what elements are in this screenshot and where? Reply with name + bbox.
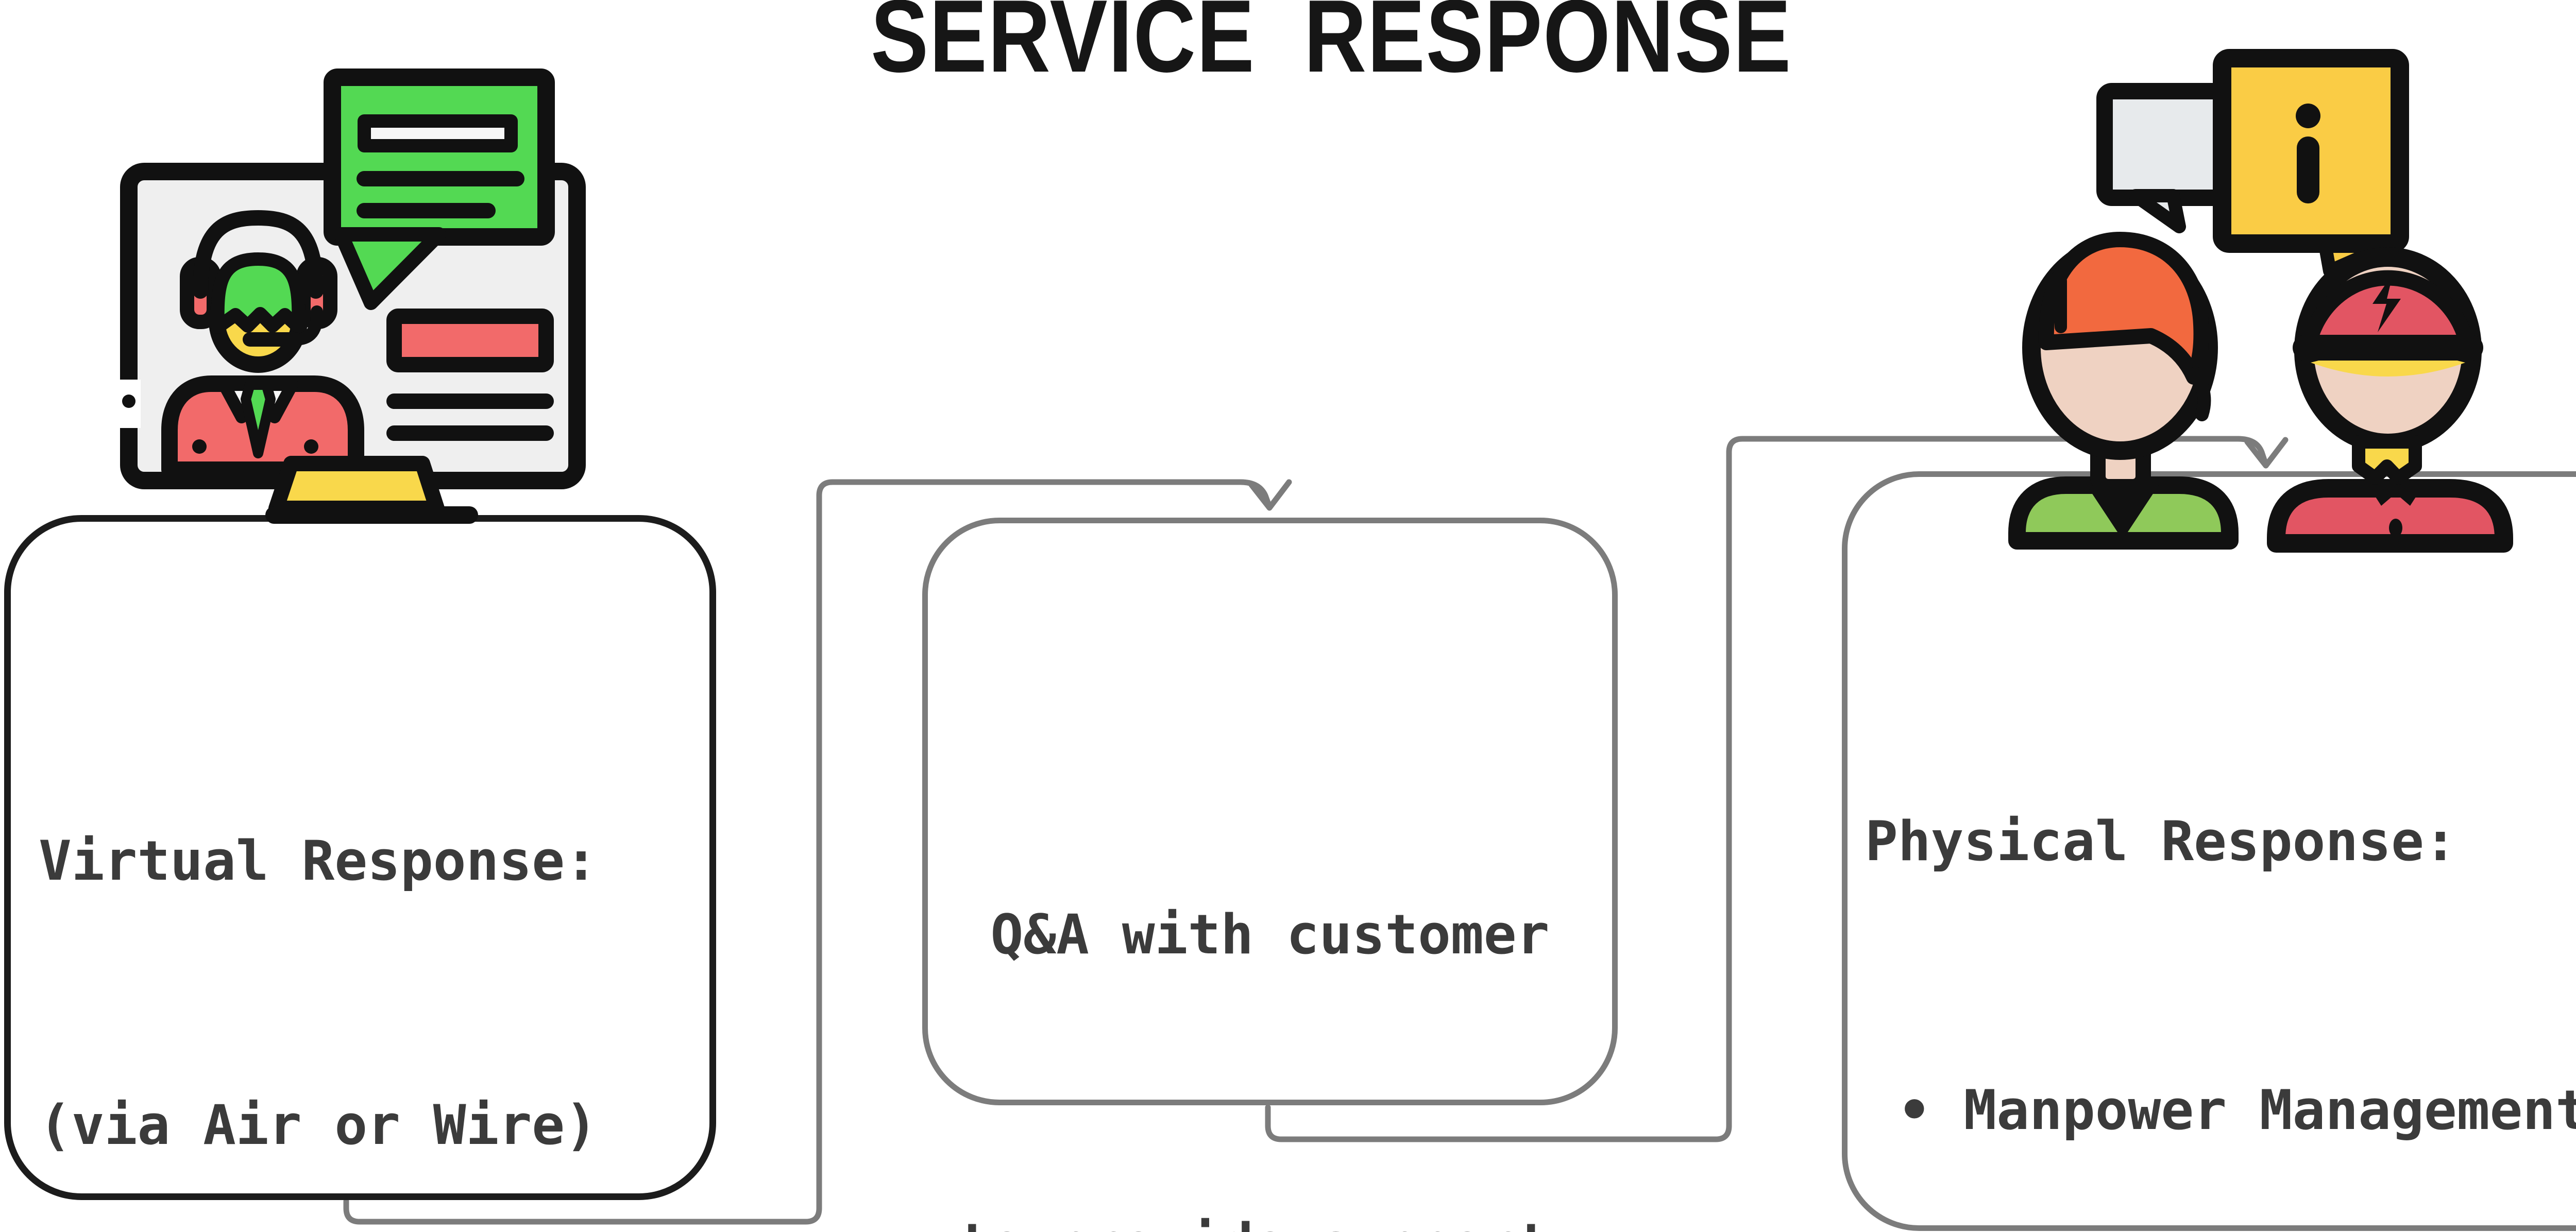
lightning-bolt-icon — [2372, 273, 2401, 332]
technician-button — [2389, 519, 2402, 537]
physical-response-box — [1842, 471, 2576, 1231]
text-line: • Manpower Management — [1865, 1079, 2576, 1142]
physical-response-text: Physical Response: • Manpower Management… — [1865, 618, 2576, 1232]
virtual-response-box — [4, 515, 716, 1200]
qa-support-text: Q&A with customer to provide support, if… — [922, 677, 1618, 1232]
customer-vneck — [2087, 485, 2159, 540]
agent-avatar — [161, 210, 364, 478]
customer-hair-lock — [2189, 367, 2211, 421]
speech-bubble-icon — [2096, 83, 2231, 233]
info-icon — [2296, 104, 2320, 128]
agent-tie — [241, 380, 276, 458]
customer-technician-conversation-icon — [2008, 49, 2513, 553]
headset-band — [193, 210, 324, 299]
text-line: Physical Response: — [1865, 810, 2457, 873]
customer-avatar — [2008, 232, 2239, 550]
screen-red-banner — [386, 309, 554, 372]
arrow-down-icon — [2244, 437, 2289, 469]
technician-avatar — [2267, 247, 2513, 553]
monitor-stand — [265, 456, 478, 524]
agent-hair — [211, 252, 306, 334]
technician-collar — [2352, 435, 2422, 485]
arrow-down-icon — [1248, 479, 1292, 511]
support-agent-monitor-icon — [117, 69, 586, 524]
customer-hair — [2038, 232, 2209, 385]
chat-bubble-icon — [324, 69, 555, 310]
qa-support-box — [922, 518, 1618, 1105]
chat-bubble-tail — [334, 227, 446, 310]
text-line: (via Air or Wire) — [39, 1093, 598, 1157]
text-line: to provide support, — [922, 1192, 1618, 1232]
screen-content — [386, 309, 554, 441]
technician-shirt — [2267, 479, 2513, 553]
virtual-response-text: Virtual Response: (via Air or Wire) • Vo… — [39, 641, 598, 1232]
info-bubble-icon — [2213, 49, 2409, 278]
speech-bubble-tail — [2129, 189, 2186, 233]
page-title: SERVICE RESPONSE — [871, 0, 1792, 94]
chat-bubble-titlebar — [358, 114, 518, 152]
text-line: Q&A with customer — [990, 903, 1550, 966]
text-line: Virtual Response: — [39, 829, 598, 893]
technician-shirt-notch — [2370, 488, 2421, 506]
technician-cap-band — [2293, 335, 2483, 361]
